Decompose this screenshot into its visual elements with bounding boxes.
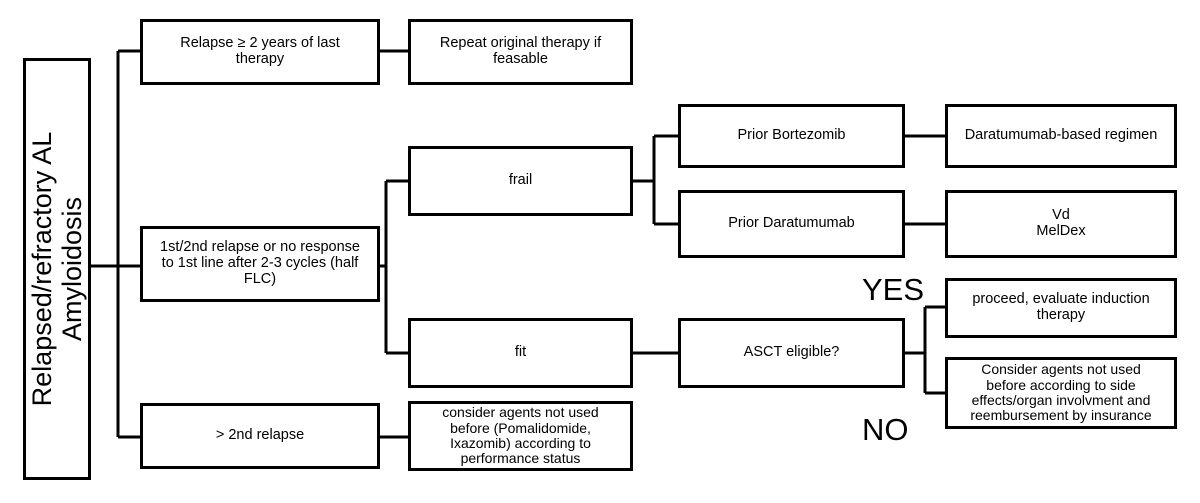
node-daratumumab-regimen: Daratumumab-based regimen [945, 104, 1177, 168]
node-repeat-therapy-label: Repeat original therapy if feasable [439, 35, 602, 67]
node-proceed-induction: proceed, evaluate induction therapy [945, 278, 1177, 338]
node-prior-bortezomib: Prior Bortezomib [678, 104, 905, 168]
node-frail: frail [408, 146, 633, 216]
node-prior-daratumumab: Prior Daratumumab [678, 190, 905, 258]
node-fit: fit [408, 318, 633, 388]
node-consider-agents-fit: Consider agents not used before accordin… [945, 357, 1177, 429]
node-consider-agents-late-label: consider agents not used before (Pomalid… [442, 404, 599, 467]
node-first-second-relapse: 1st/2nd relapse or no response to 1st li… [140, 226, 380, 302]
node-consider-agents-late: consider agents not used before (Pomalid… [408, 401, 633, 471]
node-consider-agents-fit-label: Consider agents not used before accordin… [970, 361, 1152, 424]
root-label: Relapsed/refractory AL Amyloidosis [26, 131, 87, 407]
node-fit-label: fit [514, 344, 527, 361]
node-daratumumab-regimen-label: Daratumumab-based regimen [964, 127, 1158, 144]
node-beyond-second-relapse: > 2nd relapse [140, 403, 380, 469]
root-node [23, 58, 91, 480]
label-yes: YES [862, 272, 925, 307]
node-vd-meldex: Vd MelDex [945, 190, 1177, 258]
node-first-second-relapse-label: 1st/2nd relapse or no response to 1st li… [160, 239, 360, 287]
node-relapse-2-years: Relapse ≥ 2 years of last therapy [140, 19, 380, 85]
node-vd-meldex-label: Vd MelDex [1036, 207, 1086, 239]
node-prior-bortezomib-label: Prior Bortezomib [737, 127, 846, 144]
node-asct-eligible-label: ASCT eligible? [743, 344, 840, 361]
node-proceed-induction-label: proceed, evaluate induction therapy [972, 291, 1150, 323]
node-repeat-therapy: Repeat original therapy if feasable [408, 19, 633, 85]
label-no: NO [862, 412, 909, 447]
node-frail-label: frail [508, 172, 533, 189]
node-beyond-second-relapse-label: > 2nd relapse [215, 427, 305, 444]
node-prior-daratumumab-label: Prior Daratumumab [728, 215, 855, 232]
node-relapse-2-years-label: Relapse ≥ 2 years of last therapy [180, 35, 340, 67]
node-asct-eligible: ASCT eligible? [678, 318, 905, 388]
